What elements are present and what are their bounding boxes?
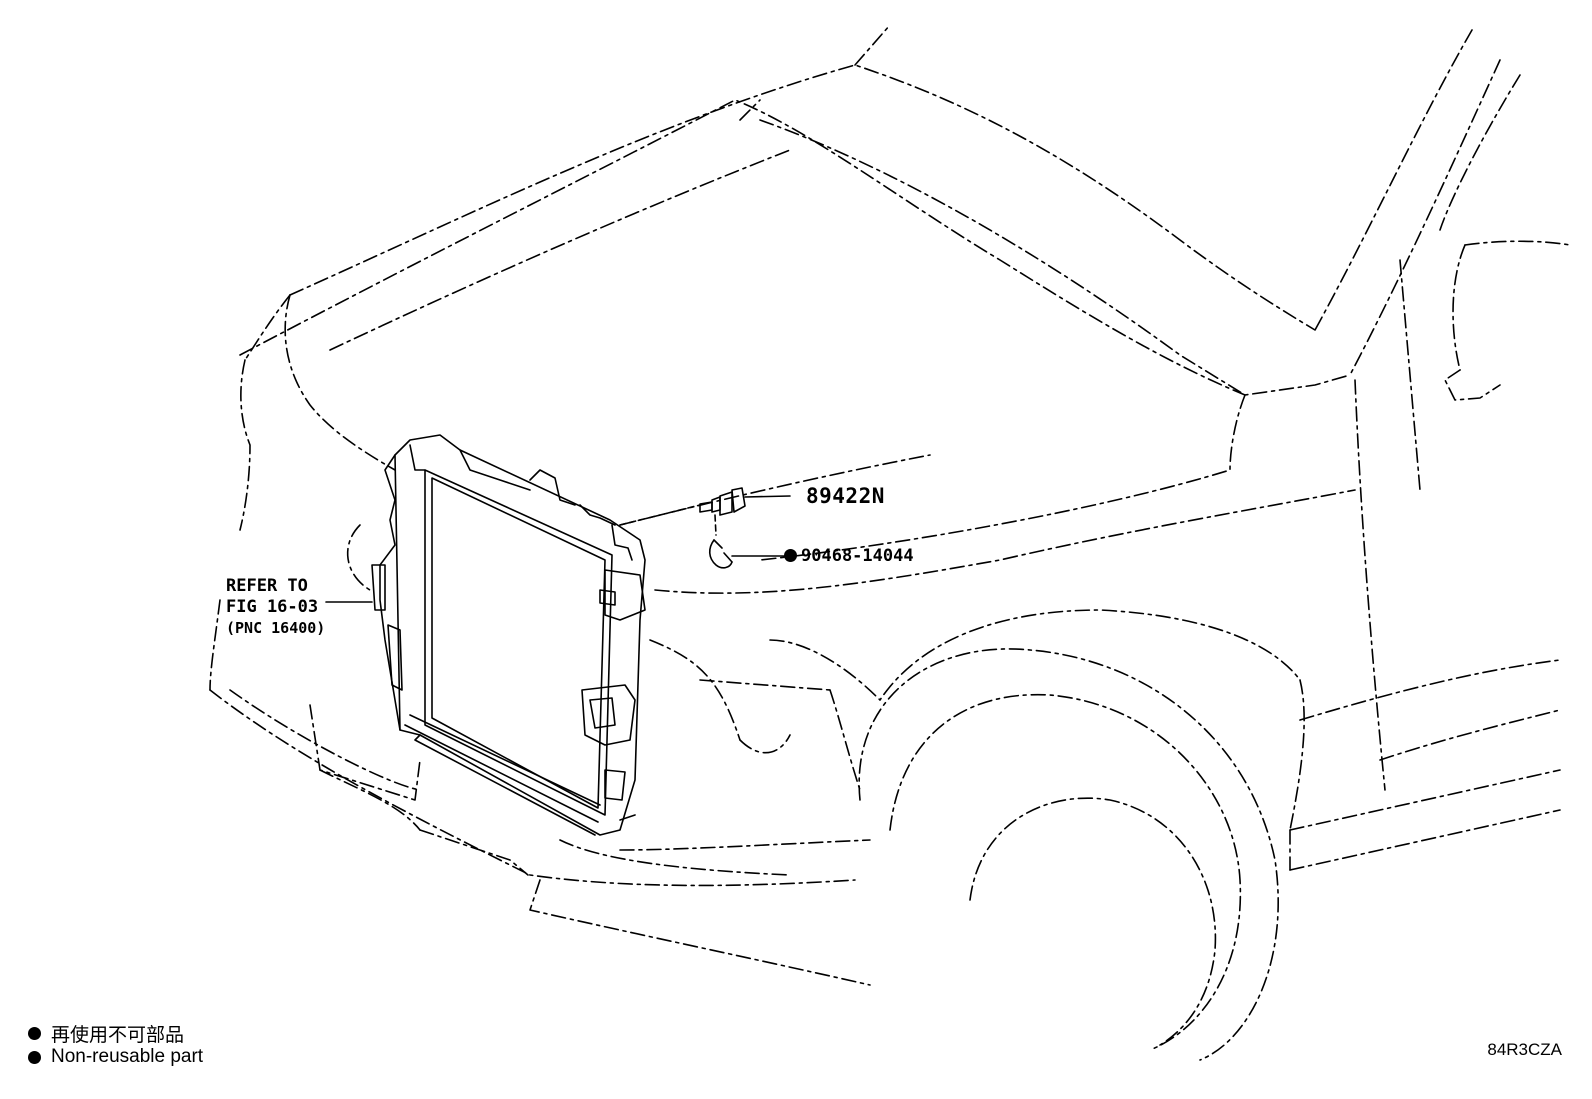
illustration-code: 84R3CZA <box>1487 1040 1562 1059</box>
clip-90468-drawing <box>708 539 786 569</box>
refer-line-3: (PNC 16400) <box>226 619 326 637</box>
legend-jp-text: 再使用不可部品 <box>51 1025 185 1046</box>
refer-to-figure-note[interactable]: REFER TO FIG 16-03 (PNC 16400) <box>226 576 325 639</box>
legend-bullet-jp <box>28 1027 41 1040</box>
radiator-assembly <box>371 434 646 836</box>
legend-en-text: Non-reusable part <box>51 1046 204 1067</box>
non-reusable-marker <box>784 549 797 562</box>
clip-part-number-text: 90468-14044 <box>801 546 914 566</box>
sensor-89422N-drawing <box>699 487 791 516</box>
leader-dashed <box>619 504 717 536</box>
legend-jp: 再使用不可部品 <box>28 1020 184 1047</box>
legend-bullet-en <box>28 1050 41 1064</box>
refer-line-1: REFER TO <box>226 576 308 596</box>
vehicle-phantom-outline <box>209 24 1571 1061</box>
part-number-89422N[interactable]: 89422N <box>806 484 885 508</box>
part-number-90468-14044[interactable]: 90468-14044 <box>784 546 914 566</box>
legend-en: Non-reusable part <box>28 1046 203 1068</box>
refer-line-2: FIG 16-03 <box>226 597 319 617</box>
